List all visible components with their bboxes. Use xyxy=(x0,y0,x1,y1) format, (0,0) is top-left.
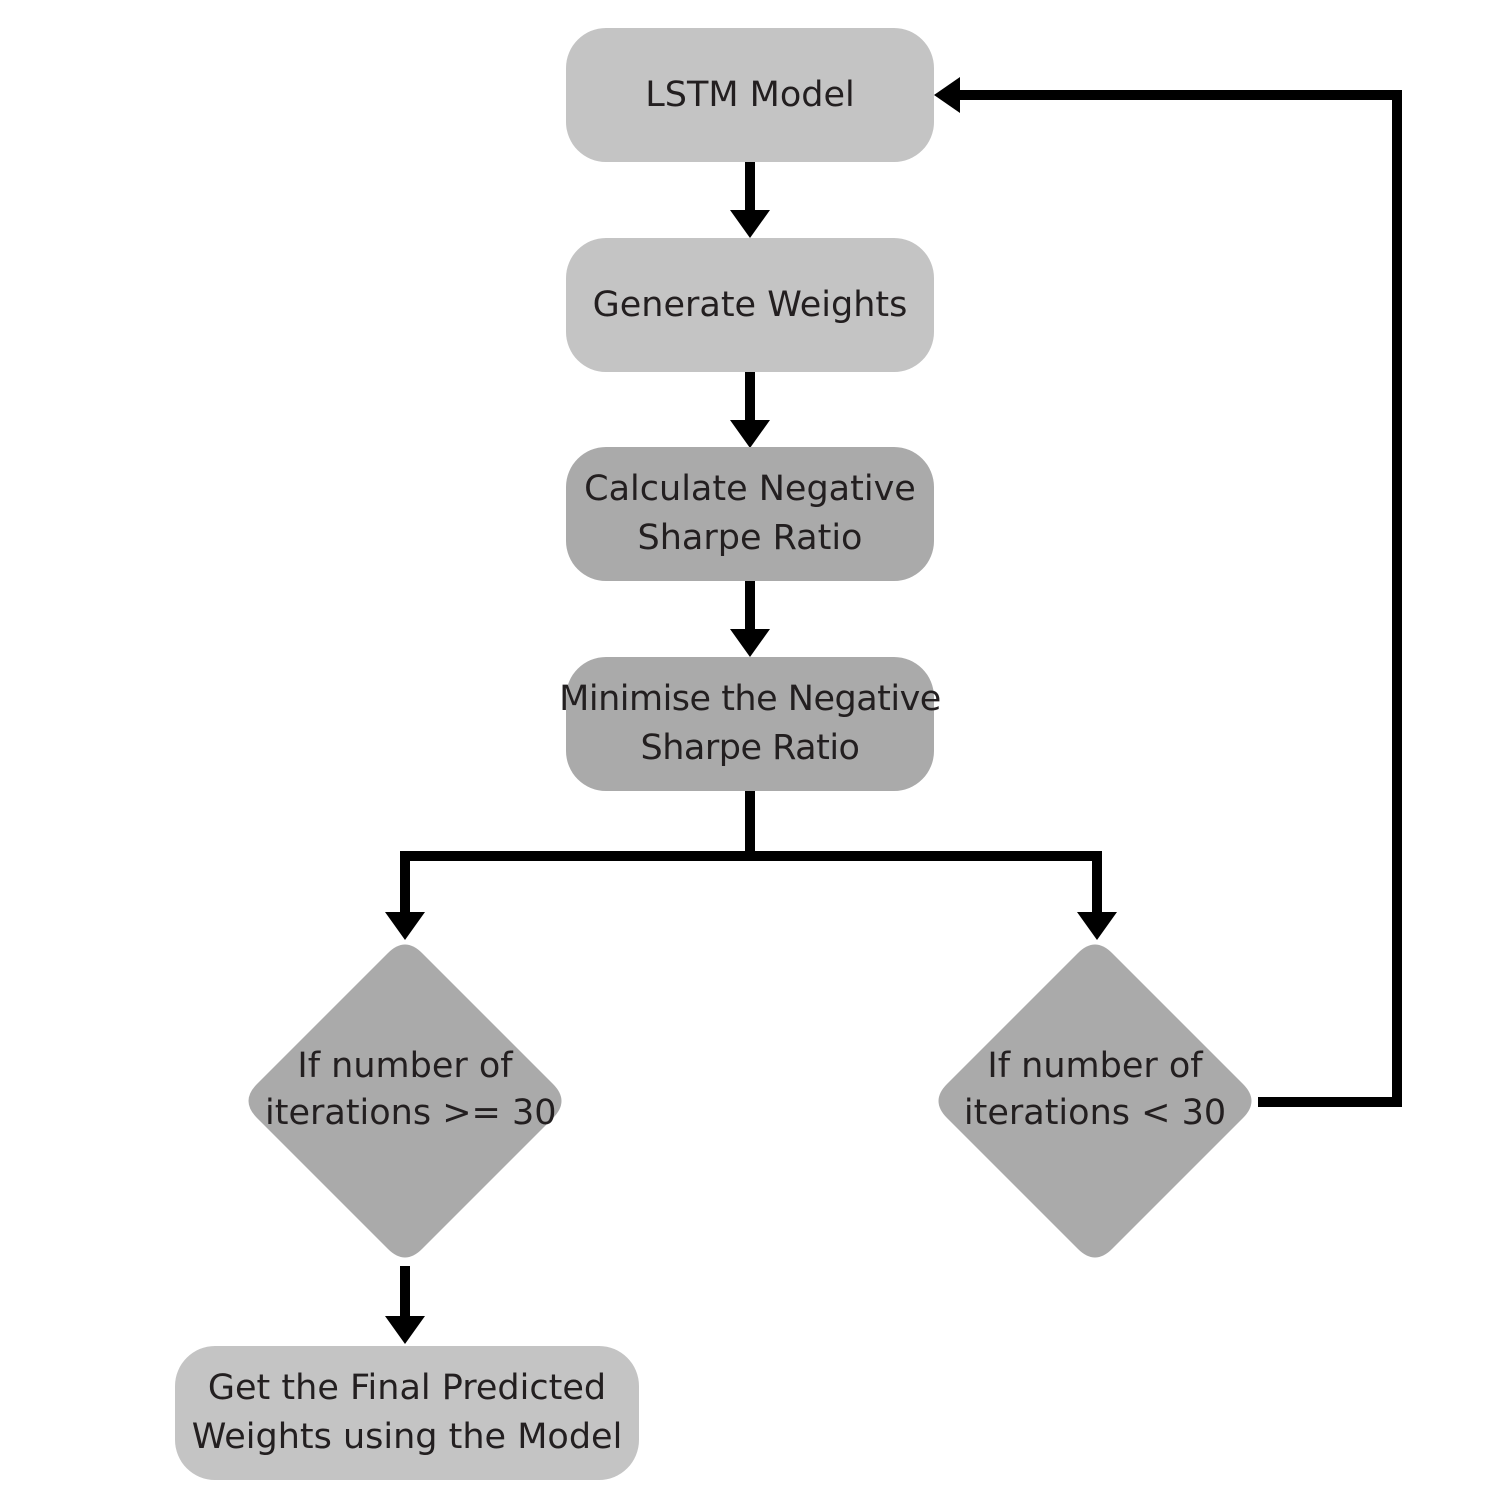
node-calculate-negative-sharpe-ratio: Calculate Negative Sharpe Ratio xyxy=(566,447,934,581)
decision-ge-label-line1: If number of xyxy=(297,1046,513,1086)
loop-back-connector xyxy=(958,90,1402,1107)
branch-connector-lt xyxy=(750,851,1102,914)
node-lstm-model-label: LSTM Model xyxy=(645,74,855,115)
node-final-label-line1: Get the Final Predicted xyxy=(207,1368,607,1408)
node-calc-label-line1: Calculate Negative xyxy=(584,469,916,509)
decision-lt-label-line2: iterations < 30 xyxy=(963,1093,1227,1133)
node-final-label-line2: Weights using the Model xyxy=(191,1417,623,1457)
arrowhead-generate xyxy=(730,210,770,238)
decision-lt-label: If number of iterations < 30 xyxy=(955,1043,1235,1137)
branch-connector-ge xyxy=(400,851,750,914)
arrowhead-minimise xyxy=(730,629,770,657)
node-generate-weights: Generate Weights xyxy=(566,238,934,372)
decision-diamond-ge xyxy=(248,944,562,1258)
node-minimise-label-line1: Minimise the Negative xyxy=(559,679,941,719)
decision-ge-label-line2: iterations >= 30 xyxy=(265,1093,557,1133)
arrowhead-final xyxy=(385,1316,425,1344)
arrowhead-decision-ge xyxy=(385,912,425,940)
arrowhead-calc xyxy=(730,420,770,448)
node-calc-label-line2: Sharpe Ratio xyxy=(637,518,863,558)
decision-ge-label: If number of iterations >= 30 xyxy=(265,1043,557,1137)
arrowhead-decision-lt xyxy=(1077,912,1117,940)
decision-diamond-lt xyxy=(938,944,1252,1258)
node-minimise-negative-sharpe-ratio: Minimise the Negative Sharpe Ratio xyxy=(559,657,941,791)
node-minimise-label-line2: Sharpe Ratio xyxy=(640,728,860,768)
node-lstm-model: LSTM Model xyxy=(566,28,934,162)
node-generate-weights-label: Generate Weights xyxy=(592,284,908,325)
node-final-predicted-weights: Get the Final Predicted Weights using th… xyxy=(175,1346,639,1480)
arrowhead-loop-back xyxy=(934,77,960,113)
decision-lt-label-line1: If number of xyxy=(987,1046,1203,1086)
